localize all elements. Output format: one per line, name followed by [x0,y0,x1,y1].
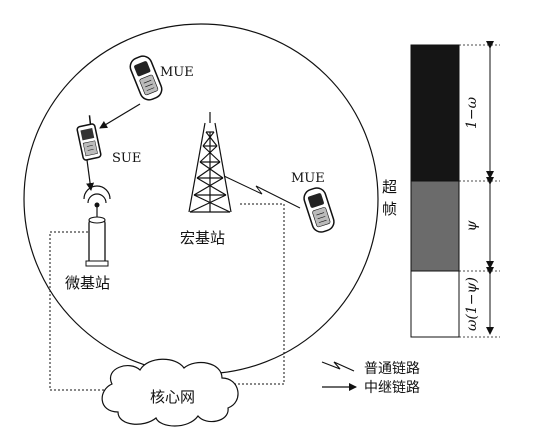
sue-label: SUE [112,151,141,166]
sue-phone-icon [76,115,102,161]
mue-right-label: MUE [291,171,325,186]
superframe-segment-1 [410,44,460,182]
macro-bs-tower-icon [188,112,232,213]
mue-top-phone-icon [129,55,163,101]
legend-normal-link-label: 普通链路 [364,361,420,377]
dimension-guides [459,44,500,338]
core-network-label: 核心网 [150,388,195,406]
superframe-dim-label-1: 1−ω [464,96,480,129]
legend: 普通链路 中继链路 [321,361,420,396]
relay-arrow-mue-to-sue [99,103,141,129]
mue-top-label: MUE [160,65,194,80]
superframe-dim-label-3: ω(1−ψ) [464,277,480,331]
superframe-dim-label-2: ψ [464,219,480,231]
superframe-bar [410,44,460,338]
relay-arrow-sue-to-micro [86,159,95,191]
legend-normal-link-icon [321,361,355,372]
superframe-segment-3 [410,270,460,338]
normal-link-macro-to-mue [223,175,301,209]
macro-bs-label: 宏基站 [180,229,225,247]
legend-relay-link-label: 中继链路 [364,380,420,396]
micro-bs-icon [83,185,111,267]
core-network-cloud [101,358,239,427]
micro-bs-label: 微基站 [65,274,110,292]
superframe-segment-2 [410,180,460,272]
backhaul-links [49,203,285,391]
mue-right-phone-icon [303,187,335,233]
superframe-label-bottom: 帧 [382,200,397,218]
superframe-label-top: 超 [382,178,397,196]
